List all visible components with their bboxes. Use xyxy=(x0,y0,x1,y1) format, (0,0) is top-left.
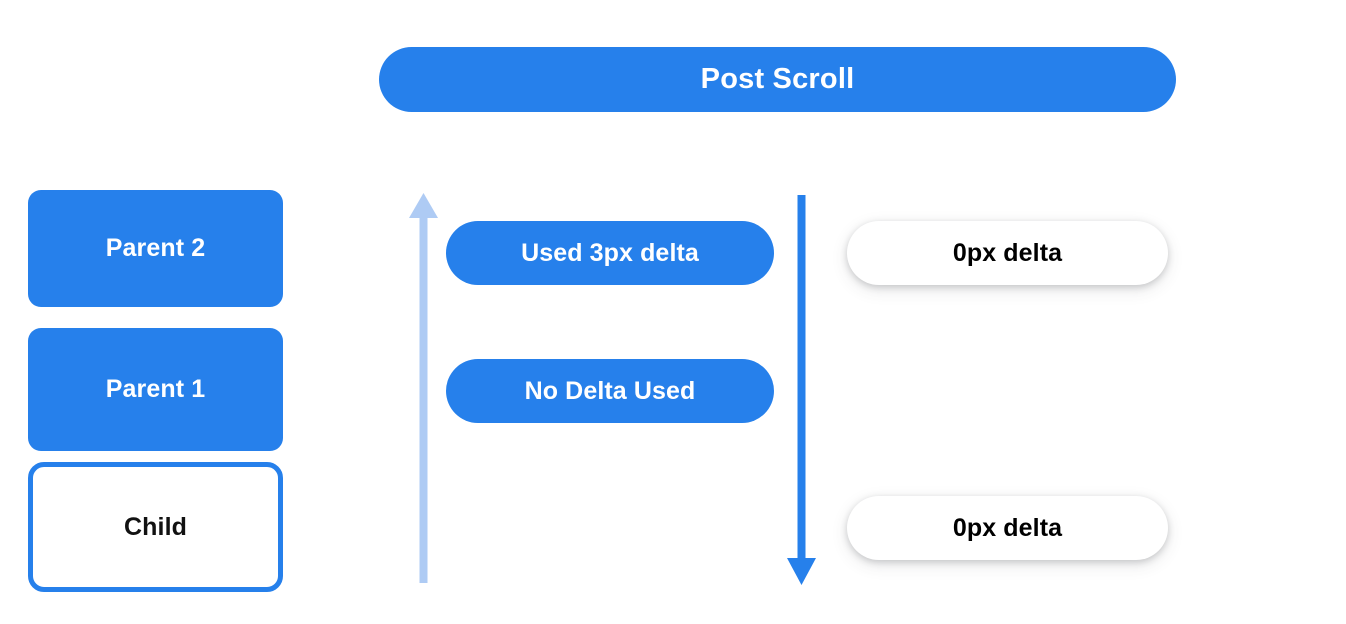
node-parent-2-label: Parent 2 xyxy=(105,234,206,262)
pill-0px-delta-top-label: 0px delta xyxy=(952,238,1063,267)
scroll-up-arrow-icon xyxy=(409,193,438,583)
pill-no-delta-used: No Delta Used xyxy=(446,359,774,423)
pill-0px-delta-bottom-label: 0px delta xyxy=(952,513,1063,542)
pill-used-3px-delta-label: Used 3px delta xyxy=(521,238,699,267)
page-title: Post Scroll xyxy=(700,63,855,95)
header-bar: Post Scroll xyxy=(379,47,1176,112)
pill-0px-delta-bottom: 0px delta xyxy=(847,496,1168,560)
pill-0px-delta-top: 0px delta xyxy=(847,221,1168,285)
pill-used-3px-delta: Used 3px delta xyxy=(446,221,774,285)
pill-no-delta-used-label: No Delta Used xyxy=(524,376,696,405)
node-parent-1: Parent 1 xyxy=(28,328,283,451)
node-child: Child xyxy=(28,462,283,592)
node-parent-1-label: Parent 1 xyxy=(105,375,206,403)
scroll-down-arrow-icon xyxy=(787,195,816,585)
node-parent-2: Parent 2 xyxy=(28,190,283,307)
node-child-label: Child xyxy=(124,512,187,541)
